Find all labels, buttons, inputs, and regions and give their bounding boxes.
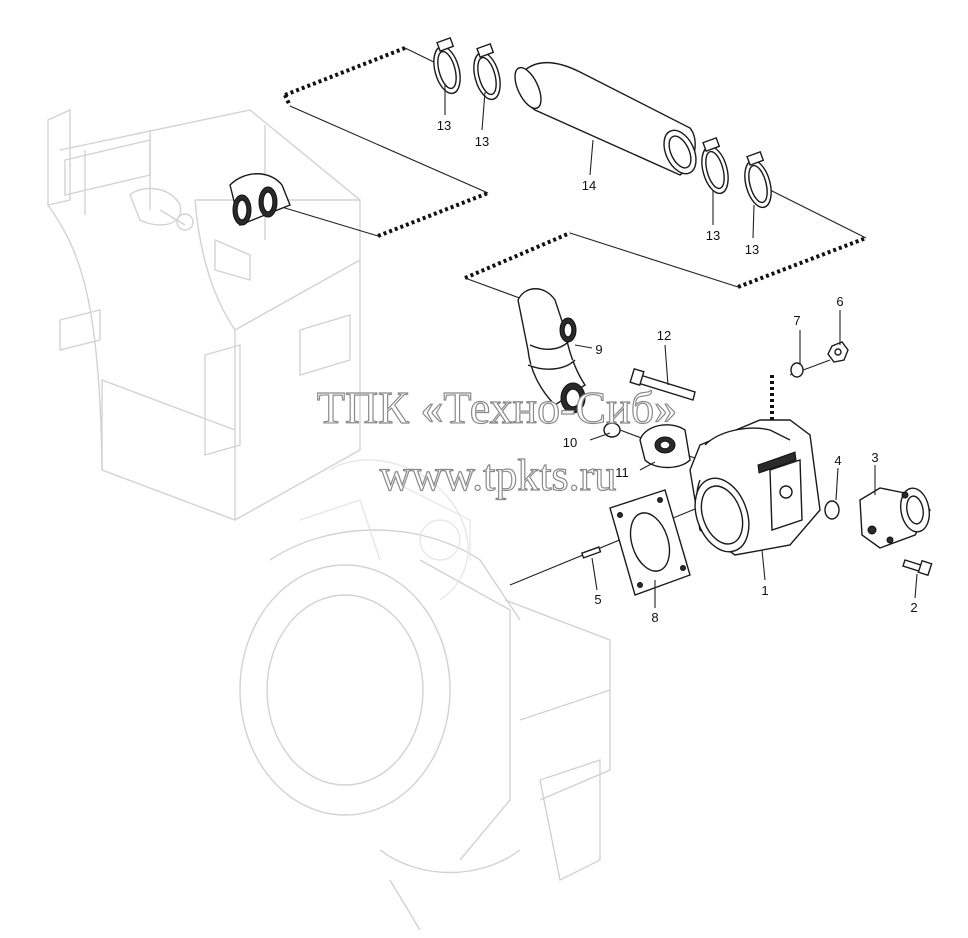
washer-7: [790, 362, 804, 378]
callout-4: 4: [834, 453, 841, 468]
hose-14: [514, 62, 697, 176]
gasket-plate-8: [609, 489, 691, 596]
dowel-pin-5: [580, 546, 602, 559]
hose-clamp-13-right-b: [744, 150, 772, 209]
pump-housing-1: [689, 419, 821, 556]
callout-leaders: [444, 85, 918, 608]
bolt-12: [629, 367, 696, 401]
callout-2: 2: [910, 600, 917, 615]
callout-13: 13: [745, 242, 759, 257]
hose-clamp-13-right-a: [701, 136, 729, 195]
callout-13: 13: [706, 228, 720, 243]
washer-4: [824, 500, 840, 520]
callout-11: 11: [615, 465, 629, 480]
bolt-2: [902, 559, 933, 577]
callout-10: 10: [563, 435, 577, 450]
callout-8: 8: [651, 610, 658, 625]
flange-adapter-11: [639, 424, 691, 469]
watermark-company: ТПК «Техно-Сиб»: [317, 382, 677, 433]
callout-9: 9: [595, 342, 602, 357]
callout-numbers: 13 13 14 13 13 9 12 7 6 10 11 4 3 1 2 5 …: [437, 118, 918, 625]
radiator-outlet-fittings: [229, 173, 291, 226]
outlet-flange-3: [859, 487, 931, 549]
callout-6: 6: [836, 294, 843, 309]
watermark: ТПК «Техно-Сиб» www.tpkts.ru: [316, 381, 677, 500]
radiator-housing-background: [47, 108, 361, 522]
engine-block-background: [239, 459, 611, 931]
hose-clamp-13-left-b: [473, 42, 501, 101]
callout-13: 13: [437, 118, 451, 133]
callout-14: 14: [582, 178, 596, 193]
watermark-url: www.tpkts.ru: [380, 451, 617, 500]
hose-clamp-13-left-a: [433, 36, 461, 95]
callout-3: 3: [871, 450, 878, 465]
callout-12: 12: [657, 328, 671, 343]
callout-1: 1: [761, 583, 768, 598]
callout-7: 7: [793, 313, 800, 328]
callout-13: 13: [475, 134, 489, 149]
elbow-hose-9: [517, 288, 586, 414]
callout-5: 5: [594, 592, 601, 607]
nut-6: [827, 341, 849, 363]
